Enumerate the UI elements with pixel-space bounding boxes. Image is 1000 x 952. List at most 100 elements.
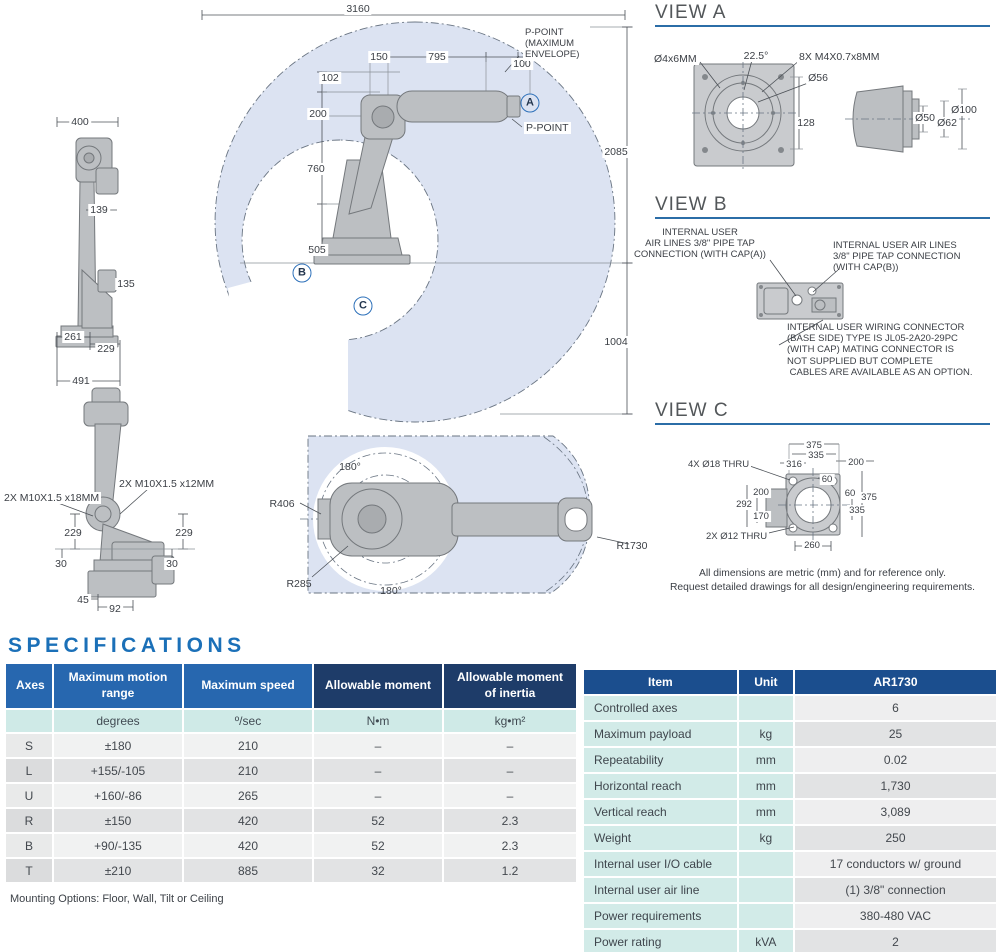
table-cell: 52 [314,834,442,857]
dimensions-note: All dimensions are metric (mm) and for r… [669,568,976,593]
table-cell: Weight [584,826,737,850]
unit-cell: kg•m² [444,710,576,732]
table-cell: 32 [314,859,442,882]
table-cell: – [314,734,442,757]
column-header: Allowable moment [314,664,442,708]
table-cell: B [6,834,52,857]
view-c-drawing [743,443,874,551]
table-cell: 2 [795,930,996,952]
table-cell: Horizontal reach [584,774,737,798]
table-cell: Controlled axes [584,696,737,720]
table-cell [738,696,793,720]
table-cell: 1,730 [795,774,996,798]
table-cell: 380-480 VAC [795,904,996,928]
column-header: AR1730 [795,670,996,694]
table-cell: kg [738,826,793,850]
table-cell: – [444,734,576,757]
column-header: Unit [738,670,793,694]
view-c-rule [655,423,990,425]
table-cell: – [444,784,576,807]
table-cell: 210 [184,759,312,782]
table-cell: 265 [184,784,312,807]
table-cell: 210 [184,734,312,757]
column-header: Maximum motion range [54,664,182,708]
work-envelope-side [201,10,633,424]
table-cell: – [444,759,576,782]
table-cell: ±150 [54,809,182,832]
work-envelope-top [299,435,630,594]
table-cell: 3,089 [795,800,996,824]
column-header: Allowable moment of inertia [444,664,576,708]
mounting-options-note: Mounting Options: Floor, Wall, Tilt or C… [10,893,224,905]
table-cell: 2.3 [444,809,576,832]
table-cell: 885 [184,859,312,882]
table-cell: Power requirements [584,904,737,928]
table-cell: U [6,784,52,807]
column-header: Item [584,670,737,694]
unit-cell: N•m [314,710,442,732]
view-a-title: VIEW A [655,2,727,23]
table-cell: Maximum payload [584,722,737,746]
view-b-title: VIEW B [655,194,728,215]
view-a-rule [655,25,990,27]
robot-side-silhouette [313,90,521,265]
table-cell: +90/-135 [54,834,182,857]
table-row: Internal user I/O cable 17 conductors w/ … [584,852,996,876]
robot-mounting-view [55,387,195,611]
table-cell: 6 [795,696,996,720]
unit-cell: º/sec [184,710,312,732]
table-cell: T [6,859,52,882]
table-cell [738,904,793,928]
table-cell: mm [738,800,793,824]
unit-cell: degrees [54,710,182,732]
table-cell: 17 conductors w/ ground [795,852,996,876]
table-cell: – [314,759,442,782]
table-cell: 420 [184,834,312,857]
table-cell: 25 [795,722,996,746]
robot-left-side-view [55,117,130,386]
table-cell: Vertical reach [584,800,737,824]
table-cell: 1.2 [444,859,576,882]
table-cell: 52 [314,809,442,832]
column-header: Maximum speed [184,664,312,708]
table-row: Internal user air line(1) 3/8" connectio… [584,878,996,902]
table-cell: 2.3 [444,834,576,857]
view-c-title: VIEW C [655,400,729,421]
table-cell: Repeatability [584,748,737,772]
table-cell: R [6,809,52,832]
table-cell: mm [738,774,793,798]
column-header: Axes [6,664,52,708]
table-cell: ±180 [54,734,182,757]
view-b-drawing [756,259,844,346]
unit-cell [6,710,52,732]
table-cell: – [314,784,442,807]
table-row: Controlled axes 6 [584,696,996,720]
table-cell: 420 [184,809,312,832]
table-cell: 250 [795,826,996,850]
table-cell: L [6,759,52,782]
robot-top-silhouette [317,482,593,557]
table-cell: +155/-105 [54,759,182,782]
table-cell: mm [738,748,793,772]
table-cell: ±210 [54,859,182,882]
table-cell: kVA [738,930,793,952]
table-row: Power requirements 380-480 VAC [584,904,996,928]
table-cell: Internal user I/O cable [584,852,737,876]
